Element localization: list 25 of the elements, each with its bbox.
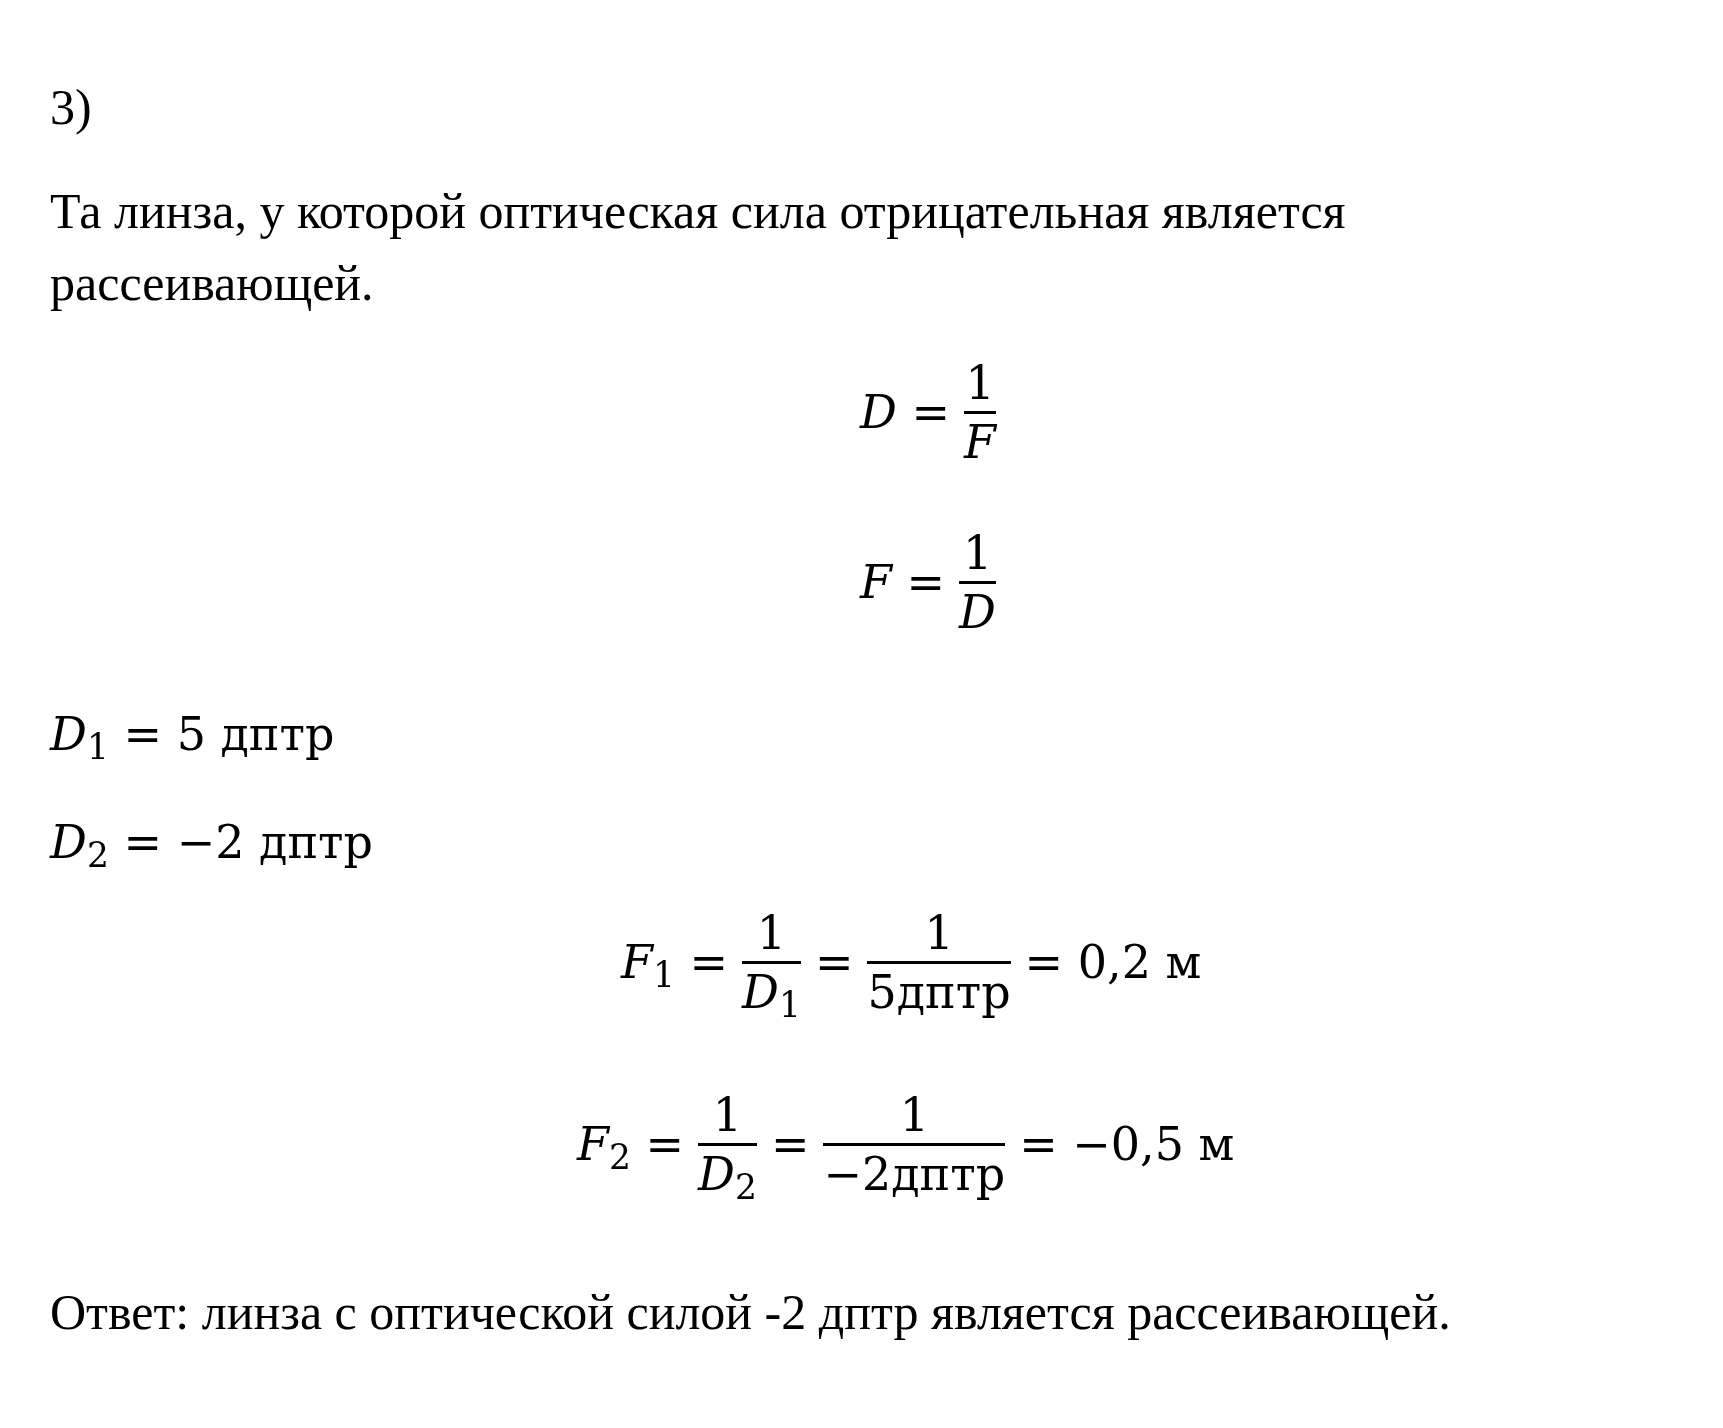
math-text: D = <box>860 384 951 441</box>
denominator: D$_{2}$ <box>698 1146 757 1202</box>
denominator: 5дптр <box>867 964 1011 1020</box>
math-text: = −0,5 м <box>1019 1116 1235 1173</box>
numerator: 1 <box>756 905 787 961</box>
numerator: 1 <box>965 355 995 411</box>
denominator: F <box>964 414 996 470</box>
math-text: D$_{1}$ = 5 дптр <box>50 706 335 769</box>
paragraph-text: Та линза, у которой оптическая сила отрицательная является рассеивающей. <box>50 183 1346 311</box>
math-text: F = <box>860 554 946 611</box>
numerator: 1 <box>962 525 993 581</box>
math-text: = <box>814 934 854 991</box>
denominator: D <box>959 584 996 640</box>
numerator: 1 <box>899 1087 929 1143</box>
math-text: = <box>770 1116 810 1173</box>
math-text: F$_{1}$ = <box>621 934 729 997</box>
math-text: = 0,2 м <box>1024 934 1202 991</box>
math-text: F$_{2}$ = <box>577 1116 685 1179</box>
numerator: 1 <box>924 905 954 961</box>
denominator: −2дптр <box>823 1146 1006 1202</box>
answer-text: 3) <box>50 79 92 135</box>
math-text: D$_{2}$ = −2 дптр <box>50 814 373 877</box>
denominator: D$_{1}$ <box>742 964 801 1020</box>
answer-text: Ответ: линза с оптической силой -2 дптр является рассеивающей. <box>50 1284 1451 1340</box>
numerator: 1 <box>712 1087 743 1143</box>
